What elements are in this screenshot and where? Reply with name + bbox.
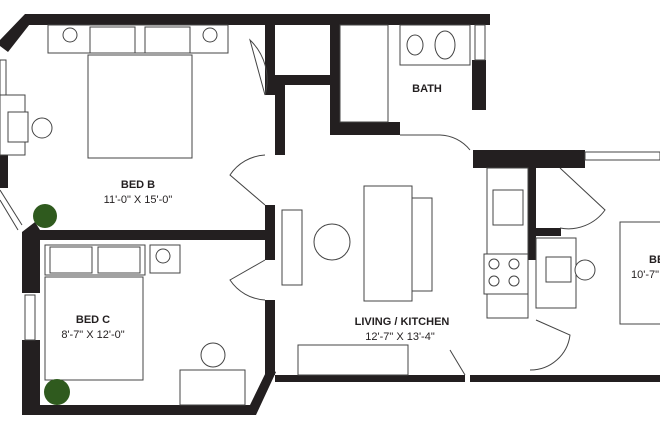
plant-icon <box>33 204 57 228</box>
room-label-bath: BATH <box>412 83 442 95</box>
living-kitchen-furniture <box>281 167 660 376</box>
bath-fixtures <box>339 24 471 123</box>
room-dims-living-kitchen: 12'-7" X 13'-4" <box>365 331 435 343</box>
walls <box>0 14 660 415</box>
doors <box>229 38 606 376</box>
room-dims-bed-c: 8'-7" X 12'-0" <box>61 329 124 341</box>
room-label-bed-b: BED B <box>121 179 155 191</box>
room-label-bed-partial: BE <box>649 254 660 266</box>
bed-b-furniture <box>0 24 229 159</box>
room-label-bed-c: BED C <box>76 314 110 326</box>
room-label-living-kitchen: LIVING / KITCHEN <box>355 316 450 328</box>
room-dims-bed-partial: 10'-7" <box>631 269 659 281</box>
room-dims-bed-b: 11'-0" X 15'-0" <box>104 194 173 206</box>
bed-c-furniture <box>44 244 246 406</box>
plants <box>33 204 70 405</box>
plant-icon <box>44 379 70 405</box>
